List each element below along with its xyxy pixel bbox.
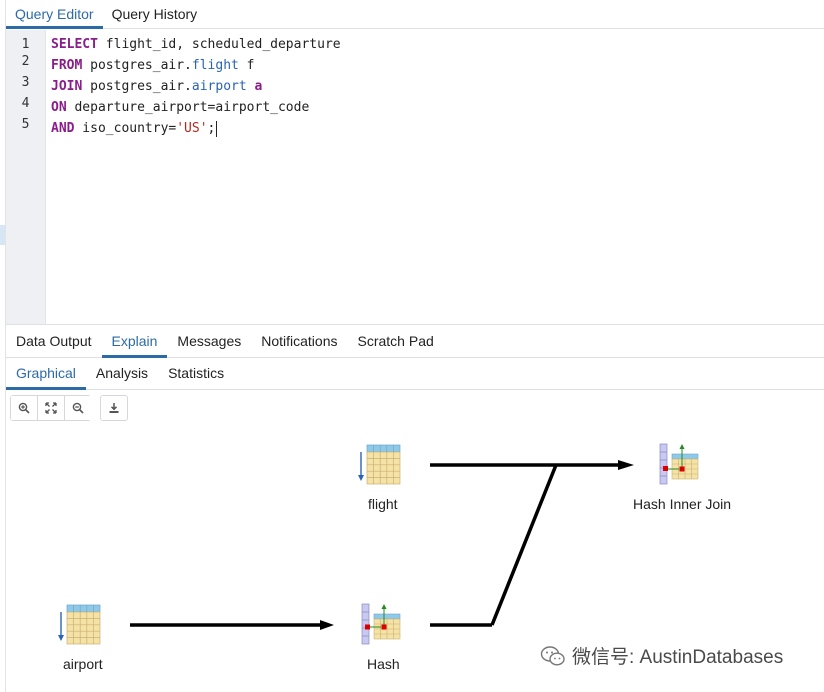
code-line[interactable]: SELECT flight_id, scheduled_departure (51, 34, 341, 55)
plan-edges (58, 443, 699, 645)
code-token: AND (51, 121, 75, 136)
left-strip-selection (0, 225, 5, 245)
code-token: iso_country= (74, 121, 177, 136)
zoom-to-fit-button[interactable] (37, 395, 65, 421)
explain-plan-canvas: flight Hash Inner Join airport Hash (6, 422, 824, 692)
arrowhead-hash (320, 620, 334, 630)
code-line[interactable]: AND iso_country='US'; (51, 118, 341, 139)
arrowhead-join (618, 460, 634, 470)
tab-analysis[interactable]: Analysis (95, 365, 149, 381)
code-token: 'US' (176, 121, 208, 136)
tab-messages[interactable]: Messages (177, 333, 242, 349)
result-tab-bar: Data Output Explain Messages Notificatio… (6, 326, 824, 358)
tab-query-editor[interactable]: Query Editor (6, 0, 103, 29)
code-token: flight (191, 58, 239, 73)
tab-query-history[interactable]: Query History (111, 6, 198, 22)
code-token (247, 79, 255, 94)
code-token: postgres_air. (82, 79, 192, 94)
node-label-hash-inner-join: Hash Inner Join (633, 496, 732, 512)
code-token: departure_airport=airport_code (66, 100, 310, 115)
seq-scan-flight-icon[interactable] (358, 444, 401, 485)
download-icon (109, 403, 119, 413)
watermark-text: 微信号: AustinDatabases (572, 647, 784, 668)
node-label-flight: flight (368, 496, 398, 512)
line-number-gutter: 1 2 3 4 5 (6, 30, 46, 324)
code-token: FROM (51, 58, 83, 73)
line-number: 4 (21, 96, 30, 111)
code-token: ON (51, 100, 67, 115)
zoom-in-button[interactable] (10, 395, 38, 421)
tab-scratch-pad[interactable]: Scratch Pad (357, 333, 434, 349)
code-token: postgres_air. (82, 58, 192, 73)
code-token: airport (191, 79, 247, 94)
tab-statistics[interactable]: Statistics (168, 365, 225, 381)
tab-data-output[interactable]: Data Output (16, 333, 92, 349)
zoom-out-icon (72, 402, 84, 414)
download-button[interactable] (100, 395, 128, 421)
tab-graphical[interactable]: Graphical (6, 358, 86, 390)
node-label-airport: airport (63, 656, 103, 672)
line-number: 3 (21, 75, 30, 90)
code-token: SELECT (51, 37, 98, 52)
editor-tab-bar: Query Editor Query History (6, 0, 824, 29)
code-token: JOIN (51, 79, 83, 94)
text-cursor (216, 120, 218, 137)
code-token: a (254, 79, 263, 94)
code-line[interactable]: JOIN postgres_air.airport a (51, 76, 341, 97)
line-number: 2 (21, 54, 30, 69)
zoom-out-button[interactable] (64, 395, 91, 421)
wechat-icon (540, 645, 565, 666)
code-token: ; (207, 121, 216, 136)
hash-icon[interactable] (361, 603, 401, 645)
node-label-hash: Hash (367, 656, 400, 672)
line-number: 1 (21, 37, 30, 52)
seq-scan-airport-icon[interactable] (58, 604, 101, 645)
left-browser-strip (0, 0, 6, 692)
explain-toolbar (10, 395, 128, 421)
hash-inner-join-icon[interactable] (659, 443, 699, 485)
tab-explain[interactable]: Explain (101, 326, 168, 358)
code-line[interactable]: FROM postgres_air.flight f (51, 55, 341, 76)
edge-hash-join (490, 464, 558, 626)
watermark: 微信号: AustinDatabases (540, 642, 783, 669)
zoom-in-icon (18, 402, 30, 414)
tab-notifications[interactable]: Notifications (261, 333, 338, 349)
line-number: 5 (21, 117, 30, 132)
code-token: f (238, 58, 255, 73)
code-token: flight_id, scheduled_departure (97, 37, 341, 52)
explain-tab-bar: Graphical Analysis Statistics (6, 358, 824, 390)
code-line[interactable]: ON departure_airport=airport_code (51, 97, 341, 118)
query-editor[interactable]: 1 2 3 4 5 SELECT flight_id, scheduled_depart… (6, 30, 824, 325)
zoom-to-fit-icon (45, 402, 57, 414)
